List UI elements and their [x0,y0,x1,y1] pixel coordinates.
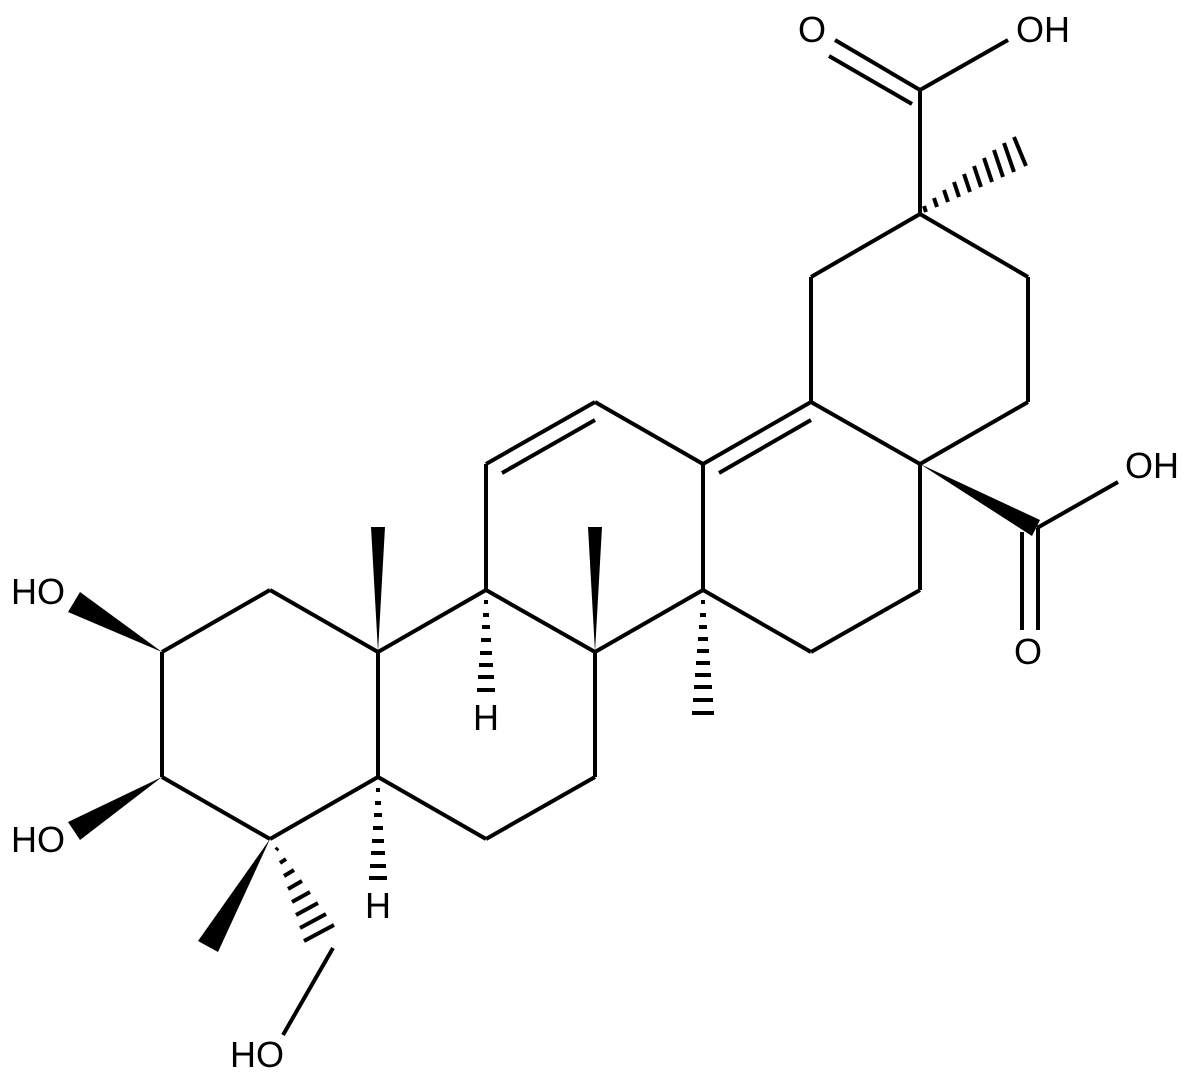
ring-e [809,212,1030,466]
hydroxyl-ch2oh: HO [229,1034,285,1075]
ring-d [702,400,922,654]
hydroxyl-right-acid: OH [1124,445,1180,486]
wedge-bond-c17 [920,464,1040,536]
hash-h-c9 [477,600,495,692]
hydroxyl-c3: HO [10,819,66,860]
carbonyl-oxygen-top: O [796,9,828,50]
hydroxyl-c2: HO [10,571,66,612]
wedge-oh-c2 [68,592,162,652]
ring-b [377,588,597,841]
hash-h-c5 [369,788,387,880]
hydrogen-c5: H [364,885,392,926]
hydrogen-c9: H [472,697,500,738]
hydroxyl-top-acid: OH [1015,9,1071,50]
wedge-methyl-c4 [198,839,270,952]
hash-ch2oh-c4 [274,846,335,943]
wedge-methyl-c8 [588,527,602,652]
bond-ch2-oh [281,947,335,1036]
hash-bond-methyl-c20 [922,136,1028,213]
right-carboxylic-acid [920,464,1119,630]
ring-a [160,588,380,841]
ring-c [484,400,705,654]
wedge-oh-c3 [68,777,162,840]
carbonyl-oxygen-right: O [1012,631,1044,672]
hash-methyl-c14 [692,600,714,715]
top-carboxylic-acid [827,38,1028,214]
wedge-methyl-c10 [371,527,385,652]
